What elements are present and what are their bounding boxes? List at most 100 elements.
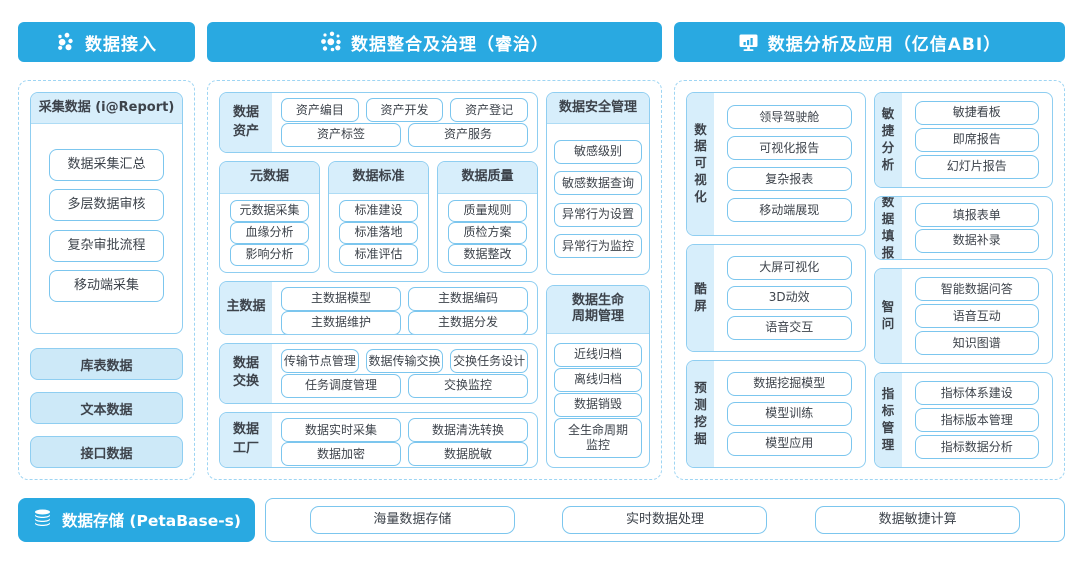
governance-main-area: 数据 资产 资产编目 资产开发 资产登记 资产标签 资产服务 — [219, 92, 538, 468]
diagram-box: 接口数据 — [30, 436, 183, 468]
metrics-management-group: 指 标 管 理 指标体系建设 指标版本管理 指标数据分析 — [873, 372, 1053, 468]
diagram-box: 语音交互 — [727, 315, 852, 340]
cool-screen-label: 酷 屏 — [687, 244, 714, 351]
collect-data-title: 采集数据 (i@Report) — [31, 93, 182, 125]
data-exchange-group: 数据 交换 传输节点管理 数据传输交换 交换任务设计 任务调度管理 交换监控 — [219, 342, 538, 405]
diagram-box: 敏感数据查询 — [554, 171, 642, 196]
governance-triple-groups: 元数据 元数据采集 血缘分析 影响分析 数据标准 标准建设 — [219, 161, 538, 273]
diagram-box: 数据实时采集 — [281, 418, 401, 443]
smart-qa-label: 智 问 — [874, 269, 902, 364]
data-quality-group: 数据质量 质量规则 质检方案 数据整改 — [437, 161, 538, 273]
data-asset-label: 数据 资产 — [220, 93, 272, 153]
diagram-box: 数据销毁 — [554, 392, 642, 417]
data-analysis-header: 数据分析及应用（亿信ABI） — [674, 22, 1065, 62]
data-reporting-group: 数 据 填 报 填报表单 数据补录 — [873, 195, 1053, 261]
diagram-box: 离线归档 — [554, 367, 642, 392]
data-factory-group: 数据 工厂 数据实时采集 数据清洗转换 数据加密 数据脱敏 — [219, 412, 538, 468]
data-factory-label: 数据 工厂 — [220, 413, 272, 467]
diagram-box: 主数据模型 — [281, 286, 401, 311]
diagram-box: 大屏可视化 — [727, 255, 852, 280]
data-quality-title: 数据质量 — [438, 162, 537, 194]
data-reporting-label: 数 据 填 报 — [874, 197, 902, 259]
diagram-box: 标准评估 — [339, 243, 418, 266]
diagram-box: 敏捷看板 — [914, 100, 1039, 125]
data-access-column: 数据接入 采集数据 (i@Report) 数据采集汇总 多层数据审核 复杂审批流… — [18, 22, 195, 480]
data-visualization-label: 数 据 可 视 化 — [687, 93, 714, 235]
data-access-panel: 采集数据 (i@Report) 数据采集汇总 多层数据审核 复杂审批流程 移动端… — [18, 80, 195, 480]
diagram-box: 移动端展现 — [727, 198, 852, 223]
diagram-box: 主数据分发 — [408, 310, 528, 334]
diagram-box: 交换监控 — [408, 373, 528, 398]
diagram-box: 资产服务 — [408, 122, 528, 147]
diagram-box: 数据传输交换 — [365, 349, 444, 374]
data-standard-group: 数据标准 标准建设 标准落地 标准评估 — [328, 161, 429, 273]
metadata-group: 元数据 元数据采集 血缘分析 影响分析 — [219, 161, 320, 273]
data-security-group: 数据安全管理 敏感级别 敏感数据查询 异常行为设置 异常行为监控 — [546, 92, 650, 275]
diagram-box: 数据清洗转换 — [408, 418, 528, 443]
collect-data-group: 采集数据 (i@Report) 数据采集汇总 多层数据审核 复杂审批流程 移动端… — [30, 92, 183, 334]
diagram-box: 实时数据处理 — [562, 506, 768, 534]
metadata-title: 元数据 — [220, 162, 319, 194]
metrics-management-label: 指 标 管 理 — [874, 373, 902, 467]
data-source-list: 库表数据 文本数据 接口数据 — [30, 348, 183, 468]
diagram-box: 任务调度管理 — [281, 373, 401, 398]
data-lifecycle-group: 数据生命 周期管理 近线归档 离线归档 数据销毁 全生命周期 监控 — [546, 285, 650, 468]
diagram-box: 文本数据 — [30, 392, 183, 424]
diagram-box: 资产登记 — [450, 98, 529, 123]
diagram-box: 标准建设 — [339, 199, 418, 222]
diagram-box: 幻灯片报告 — [914, 154, 1039, 179]
smart-qa-group: 智 问 智能数据问答 语音互动 知识图谱 — [873, 268, 1053, 365]
diagram-box: 3D动效 — [727, 285, 852, 310]
monitor-chart-icon — [738, 32, 759, 53]
diagram-box: 复杂审批流程 — [49, 229, 164, 262]
diagram-box: 移动端采集 — [49, 270, 164, 303]
diagram-box: 知识图谱 — [914, 331, 1039, 356]
storage-capabilities: 海量数据存储 实时数据处理 数据敏捷计算 — [265, 498, 1065, 542]
top-row: 数据接入 采集数据 (i@Report) 数据采集汇总 多层数据审核 复杂审批流… — [18, 22, 1065, 480]
diagram-box: 模型应用 — [727, 431, 852, 456]
data-governance-panel: 数据 资产 资产编目 资产开发 资产登记 资产标签 资产服务 — [207, 80, 662, 480]
master-data-group: 主数据 主数据模型 主数据编码 主数据维护 主数据分发 — [219, 280, 538, 335]
diagram-box: 质量规则 — [448, 199, 527, 222]
diagram-box: 血缘分析 — [230, 221, 309, 244]
analysis-left-subcolumn: 数 据 可 视 化 领导驾驶舱 可视化报告 复杂报表 移动端展现 酷 屏 — [686, 92, 866, 468]
diagram-box: 智能数据问答 — [914, 277, 1039, 302]
diagram-box: 资产标签 — [281, 122, 401, 147]
data-exchange-label: 数据 交换 — [220, 343, 272, 404]
analysis-right-subcolumn: 敏 捷 分 析 敏捷看板 即席报告 幻灯片报告 数 据 填 报 填报表单 — [873, 92, 1053, 468]
diagram-box: 全生命周期 监控 — [554, 417, 642, 458]
diagram-box: 复杂报表 — [727, 167, 852, 192]
agile-analysis-group: 敏 捷 分 析 敏捷看板 即席报告 幻灯片报告 — [873, 92, 1053, 188]
diagram-box: 资产开发 — [365, 98, 444, 123]
data-standard-title: 数据标准 — [329, 162, 428, 194]
diagram-box: 异常行为监控 — [554, 234, 642, 259]
predictive-mining-label: 预 测 挖 掘 — [687, 360, 714, 467]
diagram-box: 库表数据 — [30, 348, 183, 380]
data-governance-title: 数据整合及治理（睿治） — [351, 34, 549, 55]
diagram-box: 异常行为设置 — [554, 202, 642, 227]
diagram-box: 可视化报告 — [727, 136, 852, 161]
diagram-box: 主数据维护 — [281, 310, 401, 334]
data-storage-header: 数据存储 (PetaBase-s) — [18, 498, 255, 542]
diagram-box: 交换任务设计 — [450, 349, 529, 374]
diagram-box: 领导驾驶舱 — [727, 105, 852, 130]
data-visualization-group: 数 据 可 视 化 领导驾驶舱 可视化报告 复杂报表 移动端展现 — [686, 92, 866, 236]
diagram-box: 资产编目 — [281, 98, 359, 123]
collect-data-body: 数据采集汇总 多层数据审核 复杂审批流程 移动端采集 — [31, 124, 182, 333]
diagram-box: 多层数据审核 — [49, 189, 164, 222]
data-analysis-column: 数据分析及应用（亿信ABI） 数 据 可 视 化 领导驾驶舱 可视化报告 复杂报… — [674, 22, 1065, 480]
dots-cluster-icon — [320, 31, 342, 53]
diagram-box: 敏感级别 — [554, 139, 642, 164]
data-analysis-panel: 数 据 可 视 化 领导驾驶舱 可视化报告 复杂报表 移动端展现 酷 屏 — [674, 80, 1065, 480]
cool-screen-group: 酷 屏 大屏可视化 3D动效 语音交互 — [686, 243, 866, 352]
diagram-box: 数据整改 — [448, 243, 527, 266]
diagram-box: 数据补录 — [914, 228, 1039, 253]
data-storage-title: 数据存储 (PetaBase-s) — [62, 512, 241, 530]
diagram-box: 数据敏捷计算 — [815, 506, 1021, 534]
diagram-box: 传输节点管理 — [281, 349, 359, 374]
diagram-box: 影响分析 — [230, 243, 309, 266]
diagram-box: 质检方案 — [448, 221, 527, 244]
data-lifecycle-title: 数据生命 周期管理 — [547, 286, 649, 334]
diagram-box: 即席报告 — [914, 127, 1039, 152]
database-icon — [32, 508, 53, 533]
